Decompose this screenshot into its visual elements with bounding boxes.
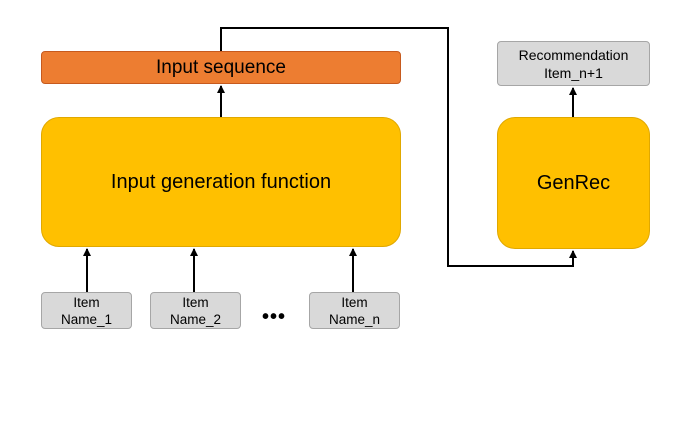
- input-generation-function-box: Input generation function: [41, 117, 401, 247]
- item-box-2: Item Name_2: [150, 292, 241, 329]
- connector-input-sequence-to-genrec: [220, 27, 577, 267]
- genrec-box: GenRec: [497, 117, 650, 249]
- input-generation-function-label: Input generation function: [110, 170, 332, 193]
- item-1-line2: Name_1: [60, 311, 113, 327]
- genrec-label: GenRec: [536, 171, 611, 194]
- item-2-line2: Name_2: [169, 311, 222, 327]
- item-box-1: Item Name_1: [41, 292, 132, 329]
- recommendation-box: Recommendation Item_n+1: [497, 41, 650, 86]
- item-1-line1: Item: [73, 294, 100, 310]
- item-2-line1: Item: [182, 294, 209, 310]
- item-n-line2: Name_n: [328, 311, 381, 327]
- ellipsis: •••: [262, 306, 287, 328]
- input-sequence-label: Input sequence: [156, 56, 286, 78]
- recommendation-item: Item_n+1: [544, 64, 603, 81]
- recommendation-title: Recommendation: [518, 46, 629, 63]
- item-n-line1: Item: [341, 294, 368, 310]
- input-sequence-box: Input sequence: [41, 51, 401, 84]
- item-box-n: Item Name_n: [309, 292, 400, 329]
